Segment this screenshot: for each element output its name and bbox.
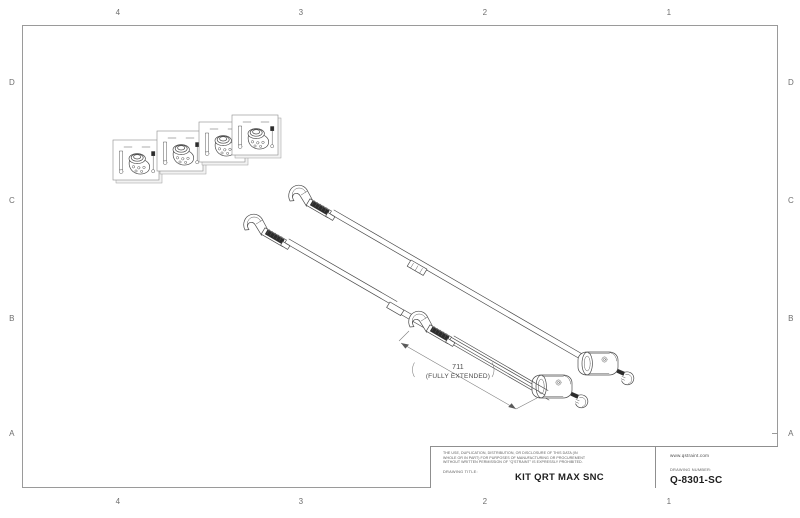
zone-label-left-d: D <box>8 78 16 87</box>
zone-label-left-c: C <box>8 196 16 205</box>
legal-notice: THE USE, DUPLICATION, DISTRIBUTION, OR D… <box>443 451 586 465</box>
zone-label-top-4: 4 <box>115 8 121 17</box>
drawing-number-value: Q-8301-SC <box>670 475 723 486</box>
drawing-frame <box>22 25 778 488</box>
zone-label-left-a: A <box>9 429 15 438</box>
zone-label-right-b: B <box>788 314 794 323</box>
drawing-title-label: DRAWING TITLE: <box>443 468 478 474</box>
zone-label-top-3: 3 <box>298 8 304 17</box>
dimension-note: (FULLY EXTENDED) <box>425 373 491 380</box>
dimension-annotation: 711 (FULLY EXTENDED) <box>415 363 501 381</box>
company-website[interactable]: www.qstraint.com <box>670 453 710 458</box>
zone-label-bottom-4: 4 <box>115 497 121 506</box>
zone-label-left-b: B <box>9 314 15 323</box>
title-block-left-panel: THE USE, DUPLICATION, DISTRIBUTION, OR D… <box>431 447 656 488</box>
zone-label-bottom-1: 1 <box>666 497 672 506</box>
drawing-number-label: DRAWING NUMBER: <box>670 467 712 472</box>
zone-label-bottom-2: 2 <box>482 497 488 506</box>
zone-label-top-1: 1 <box>666 8 672 17</box>
dimension-value: 711 <box>452 364 464 371</box>
title-block: THE USE, DUPLICATION, DISTRIBUTION, OR D… <box>430 446 778 488</box>
drawing-title-value: KIT QRT MAX SNC <box>515 472 604 483</box>
zone-label-right-d: D <box>787 78 795 87</box>
frame-tick-right-a <box>772 433 778 434</box>
zone-label-right-c: C <box>787 196 795 205</box>
zone-label-top-2: 2 <box>482 8 488 17</box>
title-block-right-panel: www.qstraint.com DRAWING NUMBER: Q-8301-… <box>656 447 778 494</box>
zone-label-right-a: A <box>788 429 794 438</box>
zone-label-bottom-3: 3 <box>298 497 304 506</box>
